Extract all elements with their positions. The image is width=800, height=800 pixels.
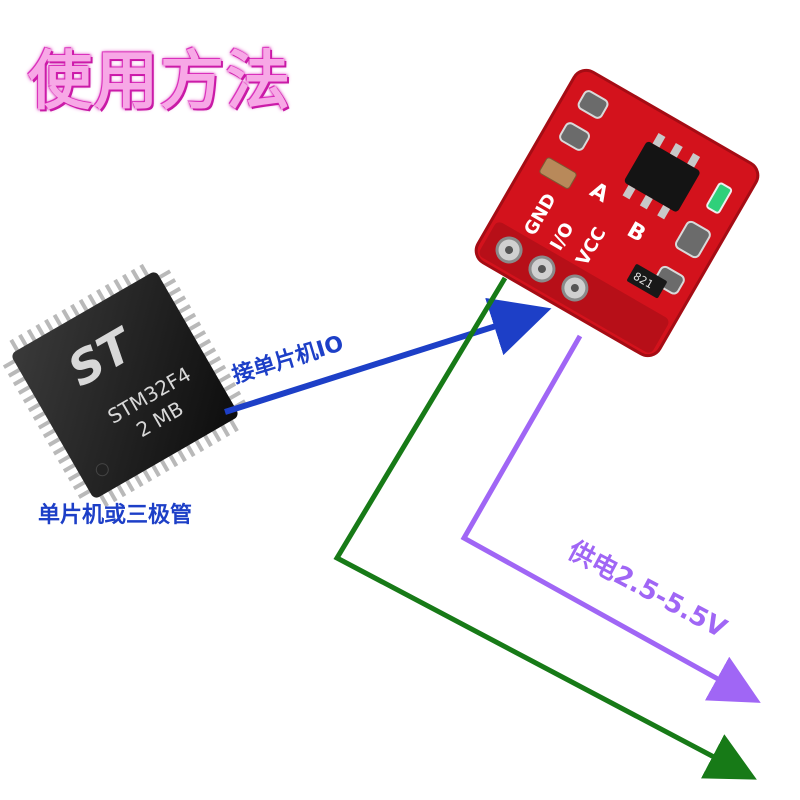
- ground-arrow: [337, 278, 748, 775]
- power-supply-label: 供电2.5-5.5V: [562, 535, 732, 644]
- mcu-chip: ST STM32F4 2 MB: [0, 254, 256, 516]
- chip-body: [10, 270, 239, 499]
- touch-module: 821 A B GND I/O VCC: [471, 65, 763, 361]
- chip-caption: 单片机或三极管: [38, 502, 192, 528]
- power-arrow: [464, 336, 752, 698]
